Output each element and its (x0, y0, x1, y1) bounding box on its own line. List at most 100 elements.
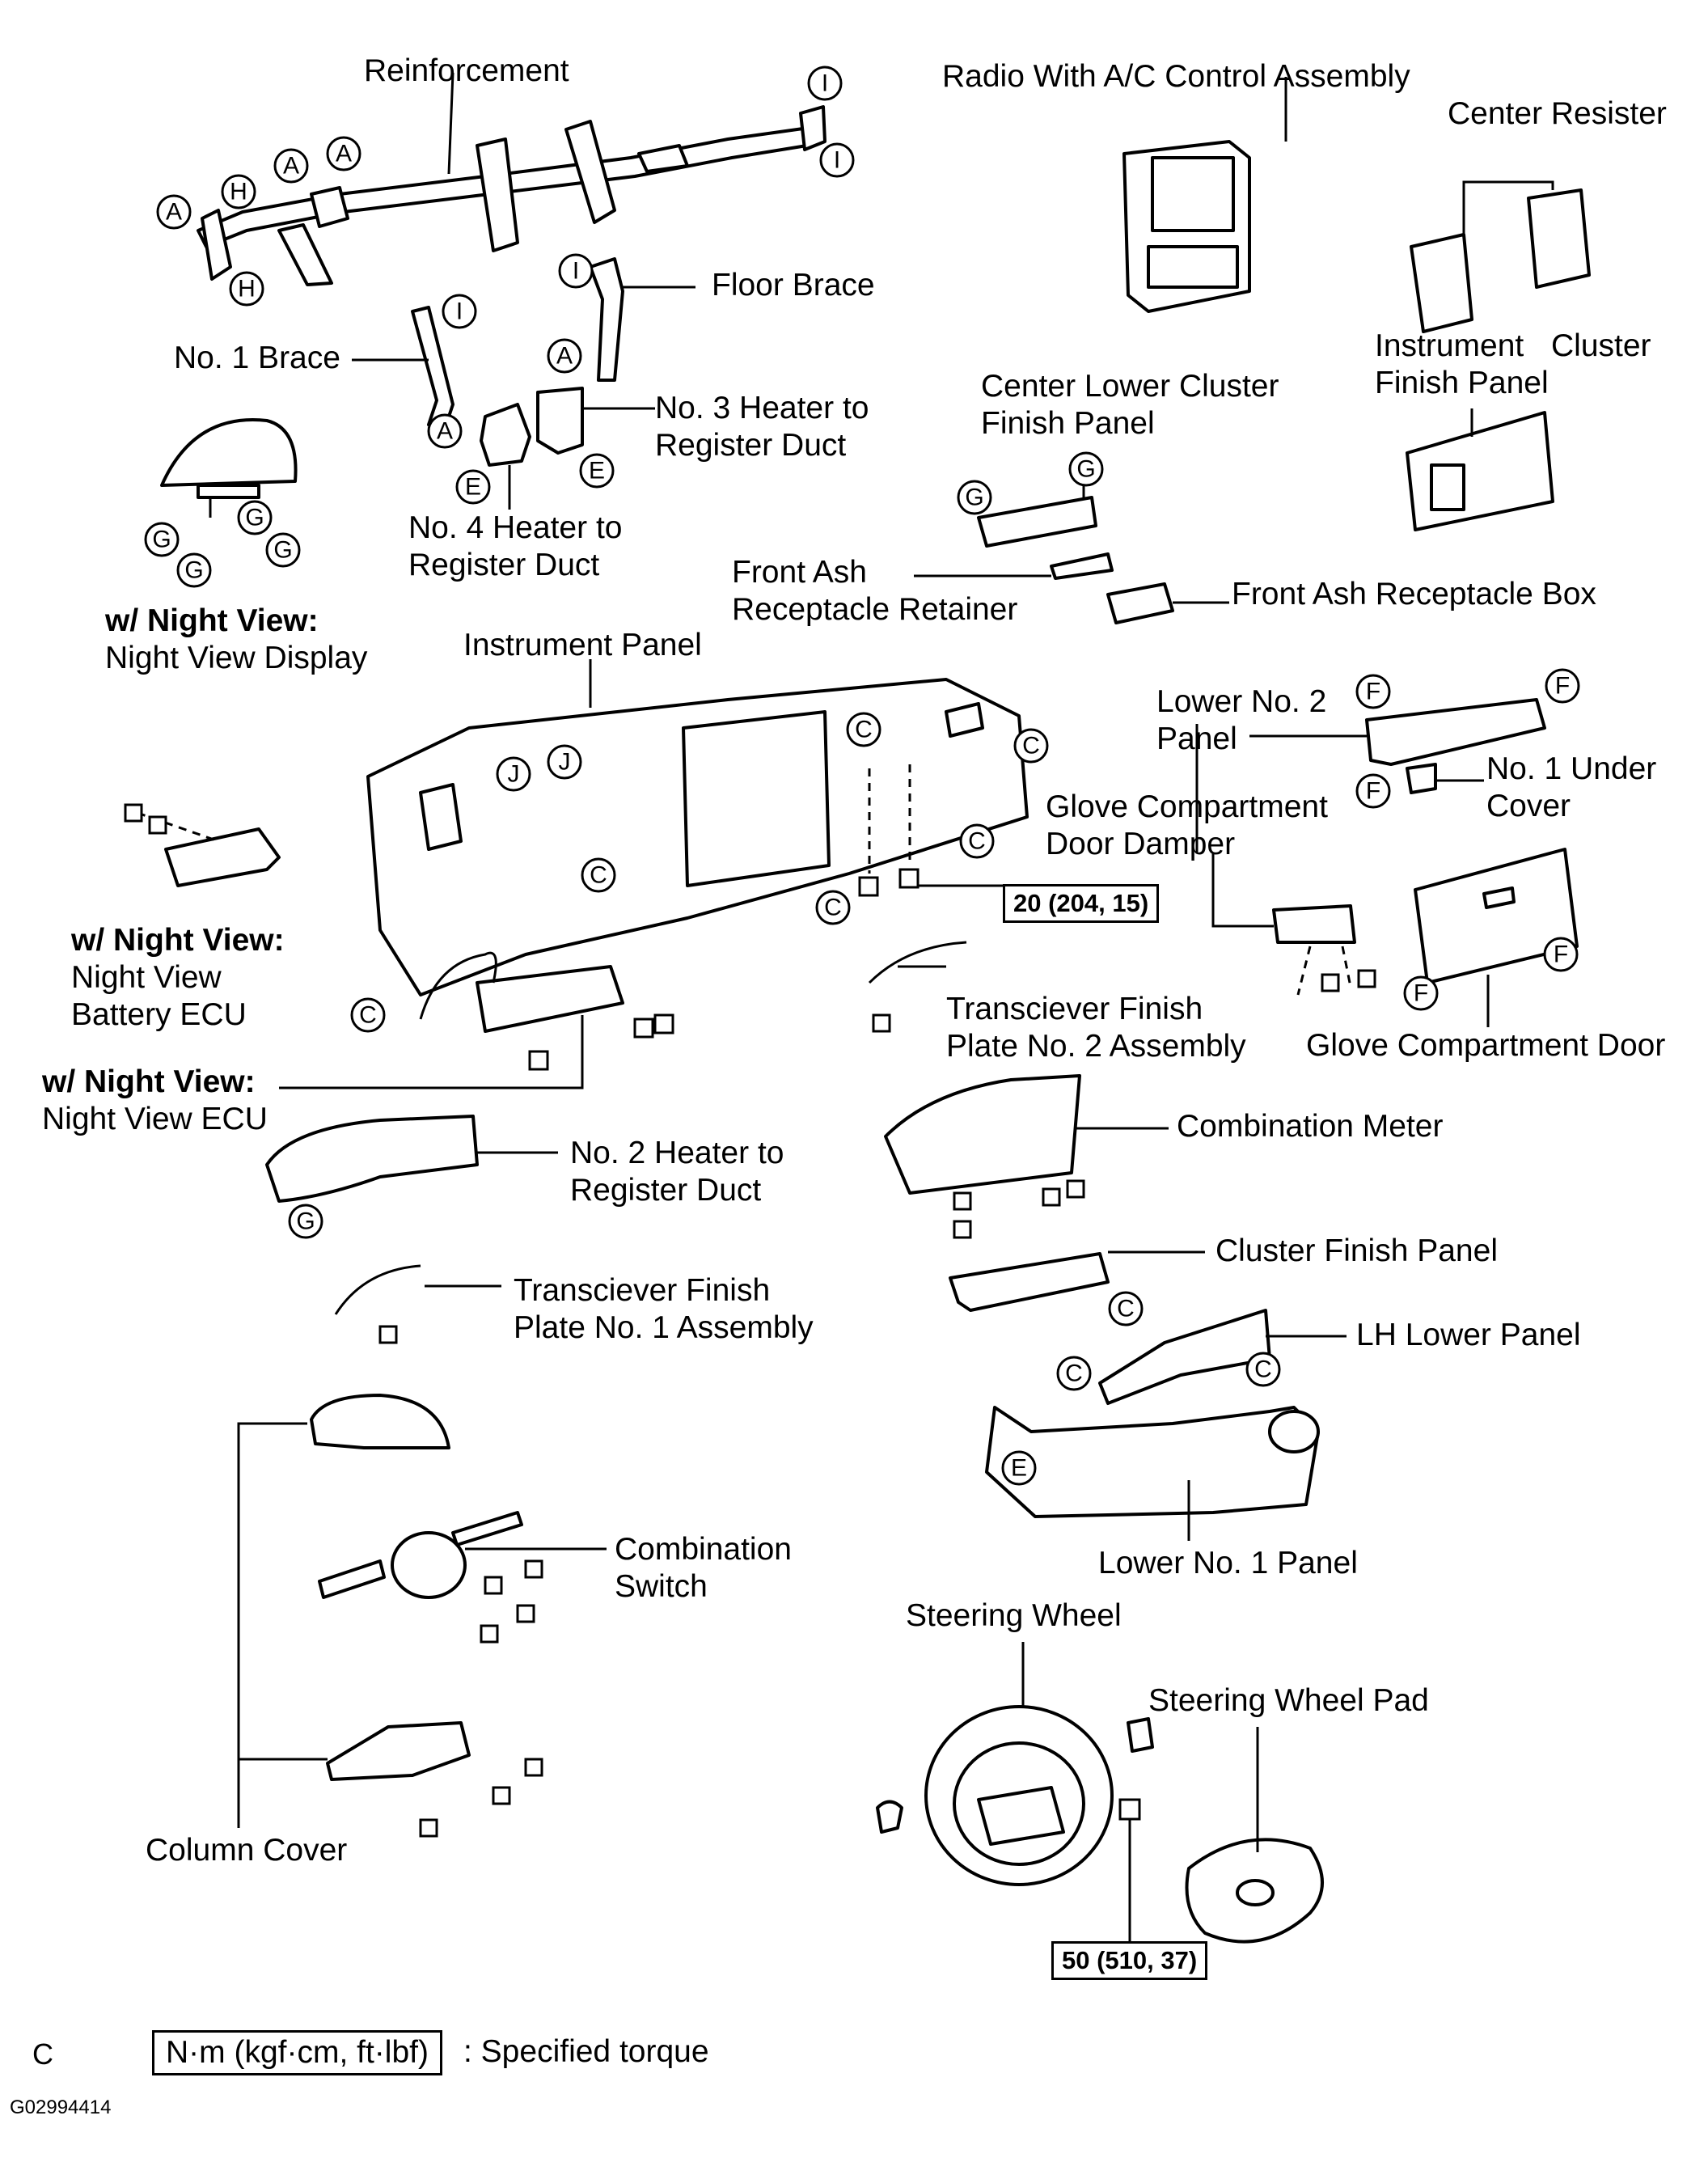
svg-text:C: C (1117, 1296, 1135, 1322)
center-resister-part (1410, 180, 1591, 333)
callout-A: A (547, 338, 582, 374)
label-radio: Radio With A/C Control Assembly (942, 59, 1410, 94)
label-night-view-battery-ecu: w/ Night View: Night View Battery ECU (71, 923, 285, 1032)
callout-F: F (1355, 674, 1391, 709)
steering-wheel-pad-part (1185, 1727, 1324, 1944)
callout-H: H (221, 174, 256, 209)
svg-text:A: A (283, 153, 299, 180)
svg-text:G: G (152, 527, 171, 553)
svg-text:C: C (968, 828, 986, 855)
label-front-ash-box: Front Ash Receptacle Box (1232, 577, 1596, 611)
svg-text:F: F (1366, 778, 1380, 805)
svg-text:F: F (1414, 980, 1428, 1007)
label-combination-meter: Combination Meter (1177, 1109, 1444, 1144)
svg-text:G: G (296, 1208, 315, 1235)
callout-H: H (229, 271, 264, 307)
svg-text:H: H (230, 179, 247, 205)
svg-text:C: C (1022, 733, 1040, 759)
svg-text:J: J (508, 761, 520, 788)
callout-J: J (496, 756, 531, 792)
callout-G: G (1068, 451, 1104, 487)
torque-instrument-panel: 20 (204, 15) (1003, 884, 1160, 923)
instrument-panel-part (366, 659, 1029, 996)
svg-text:E: E (465, 474, 481, 501)
label-no2-duct: No. 2 Heater to Register Duct (570, 1136, 784, 1208)
svg-text:F: F (1366, 679, 1380, 705)
callout-F: F (1543, 937, 1579, 972)
label-no1-brace: No. 1 Brace (174, 341, 340, 375)
svg-text:C: C (855, 717, 873, 743)
svg-text:H: H (238, 276, 256, 303)
callout-I: I (807, 66, 843, 101)
night-view-battery-ecu-part (124, 803, 281, 887)
svg-text:G: G (273, 537, 292, 564)
svg-text:G: G (1076, 456, 1095, 483)
callout-C: C (350, 997, 386, 1033)
label-reinforcement: Reinforcement (364, 53, 569, 88)
front-ash-parts (914, 552, 1229, 624)
callout-C: C (1245, 1352, 1281, 1387)
svg-text:C: C (1065, 1360, 1083, 1387)
callout-C: C (846, 712, 881, 747)
svg-text:I: I (573, 258, 579, 285)
svg-text:A: A (437, 418, 453, 445)
svg-text:C: C (359, 1002, 377, 1029)
label-center-resister: Center Resister (1448, 96, 1667, 131)
floor-brace-part (589, 257, 695, 382)
label-floor-brace: Floor Brace (712, 268, 875, 303)
label-instrument-panel: Instrument Panel (463, 628, 702, 662)
legend-meaning: : Specified torque (463, 2034, 709, 2069)
svg-text:F: F (1555, 673, 1570, 700)
callout-G: G (957, 480, 992, 515)
label-cluster: Cluster (1551, 328, 1651, 363)
callout-F: F (1355, 773, 1391, 809)
svg-text:E: E (1011, 1455, 1027, 1482)
label-combination-switch: Combination Switch (615, 1532, 792, 1604)
lower-no2-panel-part (1249, 698, 1546, 766)
column-cover-part (237, 1394, 543, 1838)
label-cluster-finish-panel: Cluster Finish Panel (1215, 1233, 1498, 1268)
svg-text:G: G (965, 484, 983, 511)
label-no3-duct: No. 3 Heater to Register Duct (655, 391, 869, 463)
callout-C: C (815, 890, 851, 925)
callout-A: A (273, 148, 309, 184)
svg-text:A: A (336, 141, 352, 167)
label-transciever-plate-no2: Transciever Finish Plate No. 2 Assembly (946, 992, 1246, 1064)
night-view-ecu-part (279, 951, 674, 1090)
callout-G: G (176, 552, 212, 588)
svg-text:A: A (556, 343, 573, 370)
no1-under-cover-part (1406, 763, 1484, 794)
center-lower-cluster-panel-part (977, 477, 1097, 548)
label-front-ash-retainer: Front Ash Receptacle Retainer (732, 555, 1018, 627)
legend-unit-box: N·m (kgf·cm, ft·lbf) (152, 2030, 442, 2075)
label-night-view-display: w/ Night View: Night View Display (105, 603, 368, 675)
svg-text:F: F (1554, 941, 1568, 968)
callout-A: A (326, 136, 361, 171)
transciever-plate-no1-part (334, 1264, 501, 1344)
callout-F: F (1403, 975, 1439, 1011)
no1-brace-part (352, 306, 454, 430)
callout-A: A (156, 194, 192, 230)
svg-text:E: E (589, 458, 605, 484)
callout-I: I (442, 294, 477, 329)
svg-text:A: A (166, 199, 182, 226)
glove-damper-part (1211, 853, 1376, 996)
label-steering-wheel-pad: Steering Wheel Pad (1148, 1683, 1429, 1718)
svg-text:C: C (824, 895, 842, 921)
callout-G: G (237, 500, 273, 535)
svg-text:C: C (590, 862, 607, 889)
label-center-lower-cluster: Center Lower Cluster Finish Panel (981, 369, 1279, 441)
transciever-plate-no2-part (868, 941, 967, 1033)
label-no1-under-cover: No. 1 Under Cover (1486, 751, 1657, 823)
callout-C: C (1108, 1291, 1144, 1326)
callout-circles: I I A H A A H I I A A E E G G G G G G J … (144, 66, 1580, 1486)
callout-E: E (455, 469, 491, 505)
cluster-finish-panel-part (949, 1250, 1205, 1312)
no3-no4-duct-part (480, 387, 655, 510)
callout-G: G (144, 522, 180, 557)
label-instrument-cluster-finish-panel: Instrument Finish Panel (1375, 328, 1549, 400)
label-steering-wheel: Steering Wheel (906, 1598, 1122, 1633)
label-transciever-plate-no1: Transciever Finish Plate No. 1 Assembly (514, 1273, 814, 1345)
label-lower-no2-panel: Lower No. 2 Panel (1156, 684, 1327, 756)
